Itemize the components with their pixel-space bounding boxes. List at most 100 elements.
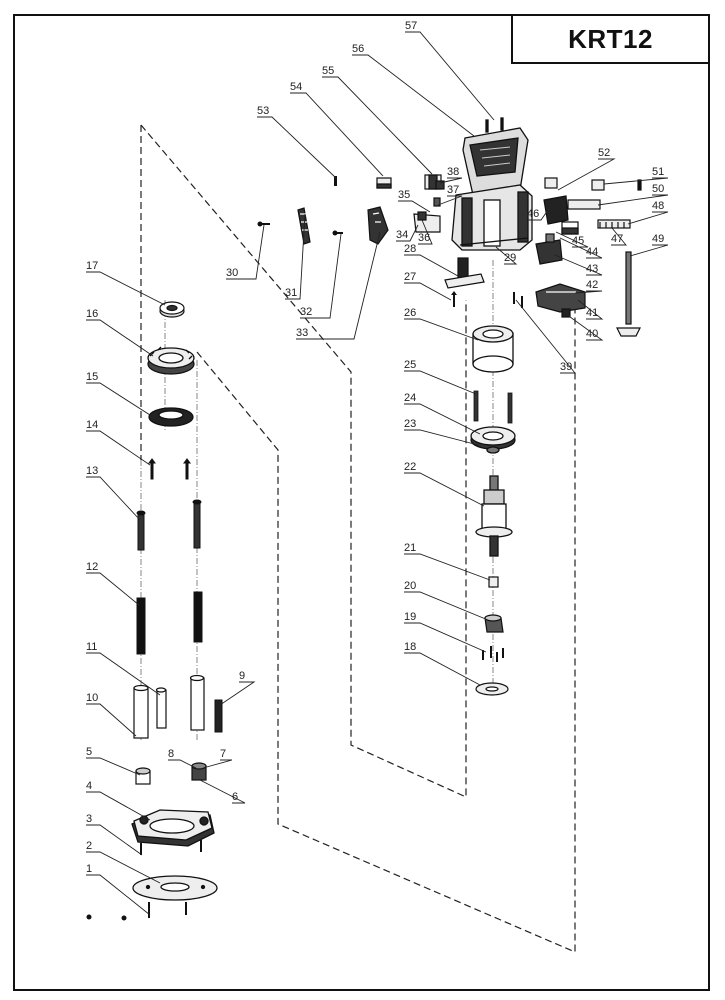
callout-6: 6	[232, 791, 238, 803]
callout-28: 28	[404, 243, 416, 255]
part-base-4	[131, 809, 215, 847]
part-cord-guard-47-48	[597, 219, 631, 229]
leader-line-1	[86, 874, 151, 916]
part-switch-46-52	[543, 177, 569, 225]
part-adjust-knob-6-7-8	[191, 762, 207, 781]
part-knob-5	[135, 767, 151, 785]
part-base-plate-2	[132, 875, 218, 901]
part-screws-1	[86, 902, 187, 921]
part-motor-housing-29	[451, 184, 533, 251]
callout-16: 16	[86, 308, 98, 320]
leader-line-24	[404, 403, 481, 435]
callout-25: 25	[404, 359, 416, 371]
leader-line-15	[86, 382, 151, 416]
leader-line-28	[404, 254, 459, 277]
callout-33: 33	[296, 327, 308, 339]
leader-line-45	[555, 231, 589, 248]
part-pin-53	[334, 176, 337, 186]
callout-37: 37	[447, 184, 459, 196]
leader-line-27	[404, 282, 452, 301]
leader-line-53	[257, 116, 337, 179]
part-top-cover-56-57	[462, 117, 529, 196]
callout-22: 22	[404, 461, 416, 473]
callout-29: 29	[504, 252, 516, 264]
part-springs-12	[136, 591, 203, 655]
leader-line-23	[404, 429, 479, 446]
leader-line-41	[577, 299, 604, 320]
callout-17: 17	[86, 260, 98, 272]
callout-38: 38	[447, 166, 459, 178]
leader-line-49	[629, 244, 669, 257]
callout-3: 3	[86, 813, 92, 825]
leader-line-4	[86, 791, 151, 821]
part-brackets-44-45	[561, 221, 579, 235]
leader-line-55	[322, 76, 433, 175]
leader-line-3	[86, 824, 143, 856]
leader-line-39	[515, 299, 576, 374]
callout-27: 27	[404, 271, 416, 283]
leader-line-30	[226, 224, 265, 280]
part-screws-3	[140, 840, 202, 855]
leader-line-42	[574, 290, 603, 294]
leader-line-14	[86, 430, 151, 466]
callout-49: 49	[652, 233, 664, 245]
part-screw-27	[451, 291, 457, 307]
callout-41: 41	[586, 307, 598, 319]
callout-13: 13	[86, 465, 98, 477]
centre-axes	[140, 260, 494, 740]
leader-line-22	[404, 472, 485, 507]
callout-24: 24	[404, 392, 416, 404]
callout-8: 8	[168, 748, 174, 760]
callout-31: 31	[285, 287, 297, 299]
callout-21: 21	[404, 542, 416, 554]
callout-5: 5	[86, 746, 92, 758]
callout-9: 9	[239, 670, 245, 682]
part-switch-34-38	[413, 180, 445, 233]
callout-23: 23	[404, 418, 416, 430]
callout-54: 54	[290, 81, 302, 93]
part-washer-15	[148, 407, 194, 427]
callout-51: 51	[652, 166, 664, 178]
leader-line-20	[404, 591, 489, 621]
callout-7: 7	[220, 748, 226, 760]
callout-56: 56	[352, 43, 364, 55]
callout-45: 45	[572, 235, 584, 247]
callout-4: 4	[86, 780, 92, 792]
callout-43: 43	[586, 263, 598, 275]
callout-53: 53	[257, 105, 269, 117]
leader-line-10	[86, 703, 137, 737]
callout-30: 30	[226, 267, 238, 279]
leader-line-37	[437, 195, 463, 206]
leader-line-31	[285, 213, 306, 300]
callout-44: 44	[586, 246, 598, 258]
callout-15: 15	[86, 371, 98, 383]
leader-line-40	[565, 313, 604, 341]
callout-19: 19	[404, 611, 416, 623]
leader-line-9	[219, 681, 256, 706]
part-stator-26	[472, 325, 514, 373]
leader-line-25	[404, 370, 477, 395]
callout-52: 52	[598, 147, 610, 159]
leader-line-26	[404, 318, 479, 341]
leader-line-56	[352, 54, 475, 137]
callout-42: 42	[586, 279, 598, 291]
part-bearing-17	[159, 301, 185, 318]
part-ring-nut-16	[147, 346, 195, 375]
part-bearing-plate-23-24	[470, 426, 516, 454]
part-lever-41-42	[535, 283, 586, 313]
leader-line-16	[86, 319, 154, 357]
callout-34: 34	[396, 229, 408, 241]
leader-line-6	[199, 779, 246, 804]
leader-line-43	[554, 254, 603, 276]
callout-47: 47	[611, 233, 623, 245]
callout-12: 12	[86, 561, 98, 573]
part-screws-19	[482, 646, 504, 662]
leader-line-29	[495, 246, 518, 265]
part-sleeves-10-11	[133, 674, 205, 739]
part-collet-nut-20	[484, 614, 504, 633]
callout-18: 18	[404, 641, 416, 653]
leader-line-52	[557, 158, 616, 191]
leader-line-51	[603, 177, 669, 185]
leader-line-35	[398, 200, 431, 213]
part-clamp-43	[535, 233, 563, 265]
